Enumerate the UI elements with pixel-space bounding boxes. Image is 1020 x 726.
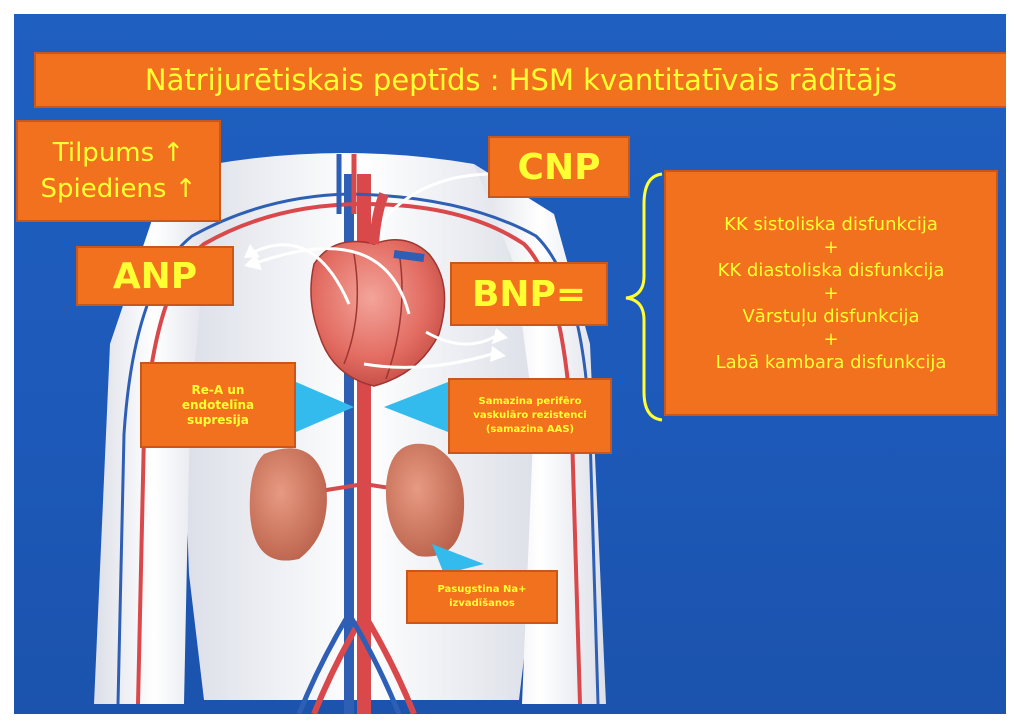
list-item: Vārstuļu disfunkcija xyxy=(742,305,919,328)
list-item: KK diastoliska disfunkcija xyxy=(718,259,945,282)
list-plus: + xyxy=(823,282,838,305)
list-plus: + xyxy=(823,328,838,351)
slide: Nātrijurētiskais peptīds : HSM kvantitat… xyxy=(14,14,1006,714)
stimulus-volume: Tilpums ↑ xyxy=(53,135,184,171)
stimulus-box: Tilpums ↑ Spiediens ↑ xyxy=(16,120,221,222)
sodium-excretion-box: Pasugstina Na+ izvadīšanos xyxy=(406,570,558,624)
list-item: KK sistoliska disfunkcija xyxy=(724,213,938,236)
slide-title: Nātrijurētiskais peptīds : HSM kvantitat… xyxy=(34,52,1006,108)
cnp-box: CNP xyxy=(488,136,630,198)
rea-suppression-box: Re-A un endotelīna supresija xyxy=(140,362,296,448)
list-plus: + xyxy=(823,236,838,259)
stimulus-pressure: Spiediens ↑ xyxy=(40,171,196,207)
dysfunction-list: KK sistoliska disfunkcija + KK diastolis… xyxy=(664,170,998,416)
bracket xyxy=(626,174,662,420)
vascular-resistance-box: Samazina perifēro vaskulāro rezistenci (… xyxy=(448,378,612,454)
bnp-box: BNP= xyxy=(450,262,608,326)
list-item: Labā kambara disfunkcija xyxy=(716,351,947,374)
anp-box: ANP xyxy=(76,246,234,306)
